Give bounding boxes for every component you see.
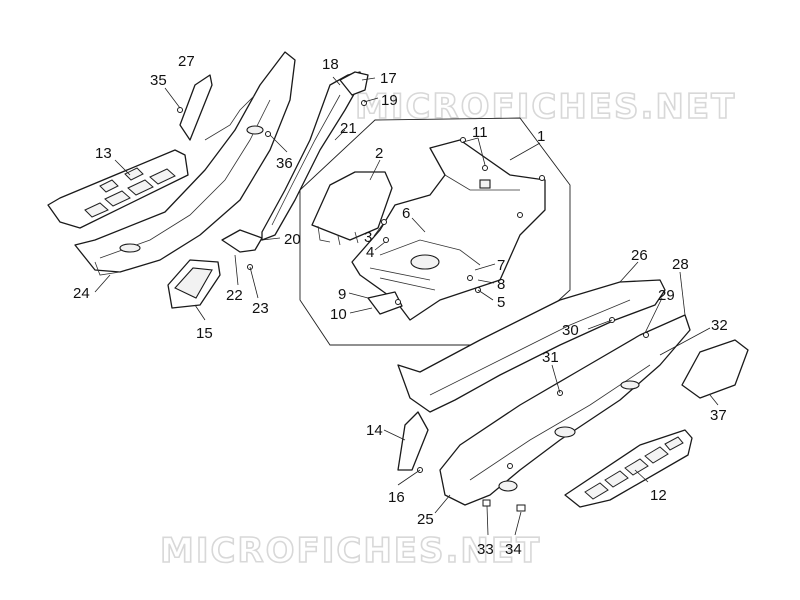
small-cover <box>397 411 429 471</box>
callout-35: 35 <box>150 72 167 89</box>
left-side-cover <box>74 51 296 276</box>
callout-28: 28 <box>672 256 689 273</box>
watermark-top: MICROFICHES.NET <box>355 87 736 127</box>
callout-22: 22 <box>226 287 243 304</box>
callout-11: 11 <box>472 124 488 141</box>
callout-4: 4 <box>366 244 374 261</box>
callout-29: 29 <box>658 287 675 304</box>
callout-25: 25 <box>417 511 434 528</box>
right-side-cover <box>397 279 666 413</box>
callout-26: 26 <box>631 247 648 264</box>
callout-5: 5 <box>497 294 505 311</box>
callout-19: 19 <box>381 92 398 109</box>
callout-9: 9 <box>338 286 346 303</box>
oval-cover-plate <box>681 339 749 399</box>
left-footboard-mat <box>47 149 189 229</box>
assembly-boundary <box>299 117 571 346</box>
top-bracket <box>339 71 369 96</box>
callout-17: 17 <box>380 70 397 87</box>
left-bracket <box>179 74 213 141</box>
callout-14: 14 <box>366 422 383 439</box>
callout-30: 30 <box>562 322 579 339</box>
callout-24: 24 <box>73 285 90 302</box>
callout-18: 18 <box>322 56 339 73</box>
callout-32: 32 <box>711 317 728 334</box>
leader-lines <box>94 76 719 536</box>
callout-12: 12 <box>650 487 667 504</box>
callout-2: 2 <box>375 145 383 162</box>
callout-10: 10 <box>330 306 347 323</box>
callout-20: 20 <box>284 231 301 248</box>
callout-21: 21 <box>340 120 357 137</box>
right-lower-panel <box>439 314 691 506</box>
vent-cover <box>167 259 221 309</box>
seat-pad <box>311 171 393 246</box>
storage-compartment <box>351 139 546 321</box>
callout-3: 3 <box>364 229 372 246</box>
callout-33: 33 <box>477 541 494 558</box>
mount-bracket <box>367 291 403 315</box>
callout-8: 8 <box>497 276 505 293</box>
callout-15: 15 <box>196 325 213 342</box>
center-strip <box>261 71 363 241</box>
callout-23: 23 <box>252 300 269 317</box>
lower-bracket <box>221 229 263 253</box>
callouts: 1 2 3 4 5 6 7 8 9 10 11 12 13 14 15 16 1… <box>73 53 728 558</box>
right-footboard-mat <box>564 429 693 508</box>
callout-1: 1 <box>537 128 545 145</box>
callout-34: 34 <box>505 541 522 558</box>
callout-37: 37 <box>710 407 727 424</box>
callout-36: 36 <box>276 155 293 172</box>
callout-13: 13 <box>95 145 112 162</box>
callout-7: 7 <box>497 257 505 274</box>
callout-27: 27 <box>178 53 195 70</box>
watermark-bottom: MICROFICHES.NET <box>160 531 541 571</box>
callout-16: 16 <box>388 489 405 506</box>
callout-6: 6 <box>402 205 410 222</box>
callout-31: 31 <box>542 349 559 366</box>
